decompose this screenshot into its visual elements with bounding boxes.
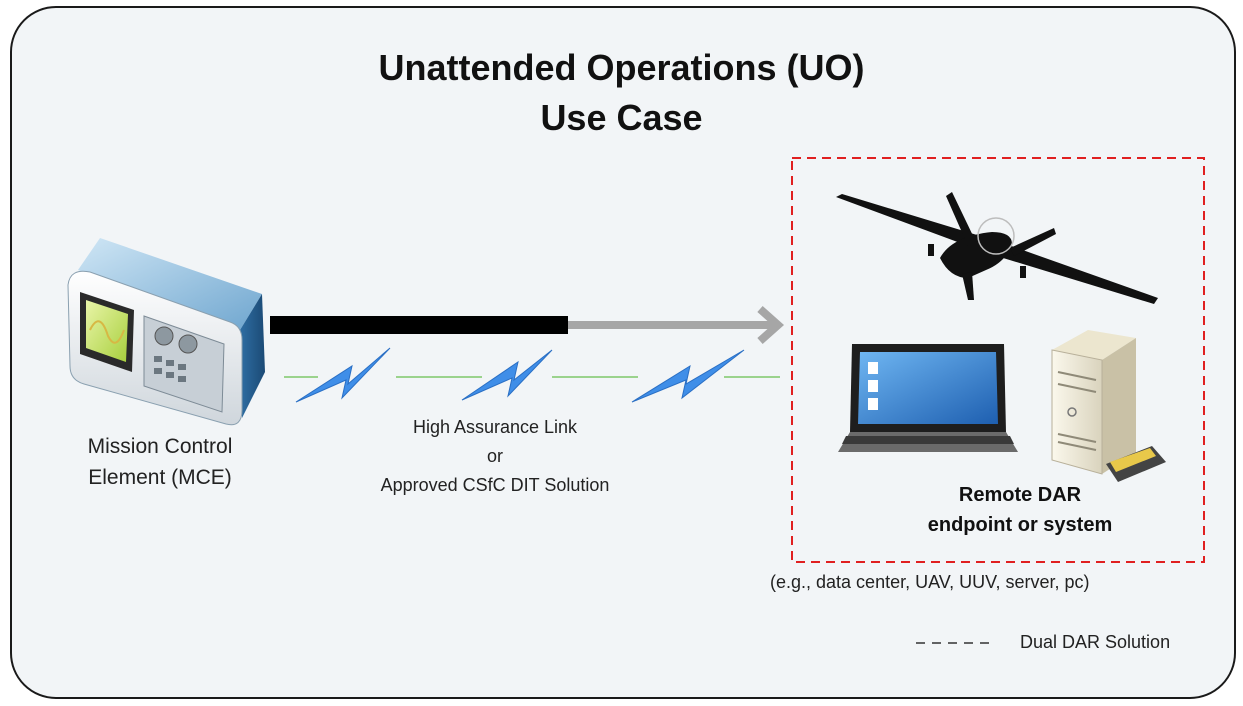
remote-dar-label-line1: Remote DAR [958, 484, 1082, 506]
server-tower-icon [1051, 330, 1166, 482]
link-label: High Assurance Link or Approved CSfC DIT… [330, 413, 660, 500]
mce-label: Mission Control Element (MCE) [60, 431, 260, 493]
link-label-line2: or [486, 446, 503, 466]
uav-drone-icon [836, 192, 1158, 304]
remote-dar-label: Remote DAR endpoint or system [880, 480, 1160, 540]
mce-label-line1: Mission Control [87, 435, 233, 458]
diagram-subtitle: Use Case [540, 97, 703, 138]
laptop-icon [838, 344, 1018, 452]
lightning-bolt-icon [631, 349, 745, 403]
diagram-title: Unattended Operations (UO) [378, 47, 865, 88]
remote-examples: (e.g., data center, UAV, UUV, server, pc… [770, 572, 1090, 592]
mce-label-line2: Element (MCE) [88, 466, 232, 489]
link-label-line3: Approved CSfC DIT Solution [380, 475, 610, 495]
remote-dar-label-line2: endpoint or system [927, 514, 1113, 536]
legend-label: Dual DAR Solution [1020, 632, 1171, 652]
dual-dar-boundary [791, 157, 1205, 563]
lightning-bolt-icon [295, 347, 391, 403]
uav-radome [977, 217, 1015, 255]
link-arrow [568, 306, 785, 344]
link-label-line1: High Assurance Link [412, 417, 578, 437]
control-console-icon [67, 238, 265, 426]
lightning-bolt-icon [461, 349, 553, 401]
link-line [270, 316, 568, 334]
